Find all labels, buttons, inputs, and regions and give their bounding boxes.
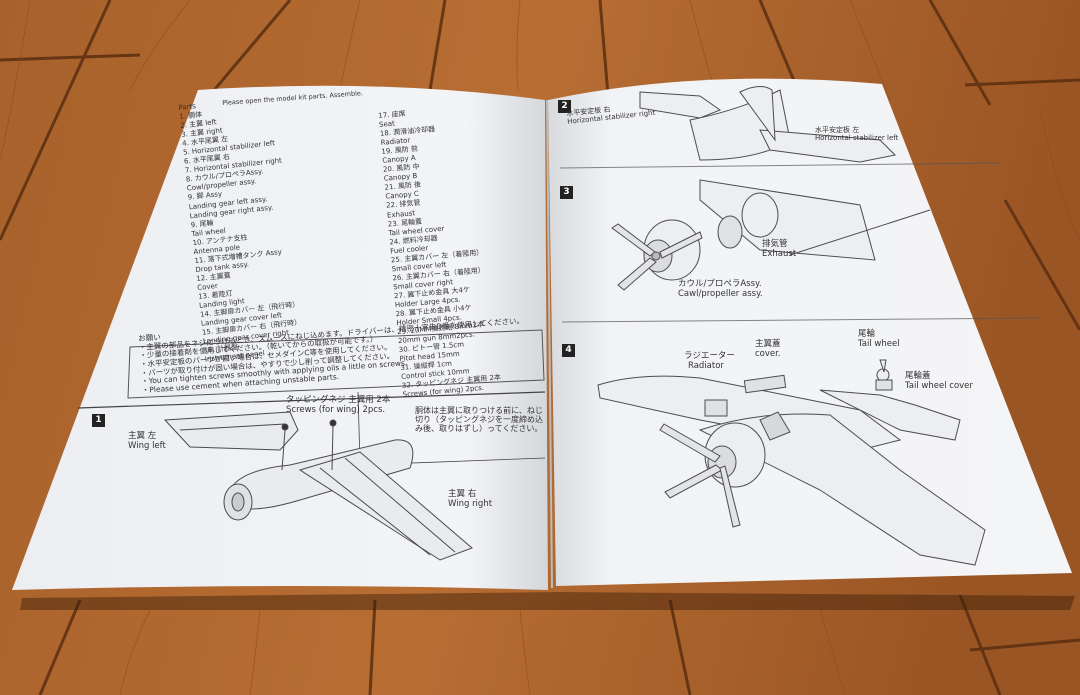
wing-left-label: 主翼 左 Wing left [128, 431, 166, 452]
wing-left-en: Wing left [128, 440, 166, 451]
wing-right-jp: 主翼 右 [448, 489, 477, 499]
step-3-badge: 3 [560, 186, 573, 199]
cowl-label: カウル/プロペラAssy. Cawl/propeller assy. [678, 279, 763, 300]
step-4-badge: 4 [562, 344, 575, 357]
step4-drawing [597, 359, 986, 566]
stab-left-jp: 水平安定板 左 [815, 126, 860, 134]
tail-wheel-cover-label: 尾輪蓋 Tail wheel cover [905, 371, 973, 392]
tail-wheel-cover-jp: 尾輪蓋 [905, 371, 931, 381]
step3-drawing [611, 179, 931, 291]
step1-instruction: 胴体は主翼に取りつける前に、ねじ切り（タッピングネジを一度締め込み後、取りはずし… [415, 406, 543, 434]
cover-jp: 主翼蓋 [755, 339, 781, 349]
stab-left-en: Horizontal stabilizer left [815, 134, 899, 143]
wing-left-jp: 主翼 左 [128, 431, 157, 441]
cover-label: 主翼蓋 cover. [755, 339, 781, 360]
step1-screws-label: タッピングネジ 主翼用 2本 Screws (for wing) 2pcs. [286, 395, 391, 416]
step1-screws-jp: タッピングネジ 主翼用 2本 [286, 395, 391, 405]
tail-wheel-jp: 尾輪 [858, 329, 876, 339]
tail-wheel-en: Tail wheel [858, 338, 900, 349]
tail-wheel-cover-en: Tail wheel cover [905, 380, 973, 391]
step-1-badge: 1 [92, 414, 105, 427]
step1-drawing [163, 411, 473, 561]
cowl-en: Cawl/propeller assy. [678, 288, 763, 299]
exhaust-label: 排気管 Exhaust [762, 239, 797, 260]
wing-right-label: 主翼 右 Wing right [448, 489, 493, 510]
tail-wheel-label: 尾輪 Tail wheel [858, 329, 900, 350]
exhaust-jp: 排気管 [762, 239, 788, 249]
right-page [548, 78, 1072, 587]
wing-right-en: Wing right [448, 498, 493, 509]
radiator-label: ラジエーター Radiator [684, 351, 735, 372]
radiator-jp: ラジエーター [684, 351, 735, 361]
cover-en: cover. [755, 348, 781, 359]
step2-drawing [639, 86, 897, 163]
exhaust-en: Exhaust [762, 248, 797, 259]
radiator-en: Radiator [688, 360, 724, 371]
step-2-badge: 2 [558, 100, 571, 113]
cowl-jp: カウル/プロペラAssy. [678, 279, 762, 289]
step1-screws-en: Screws (for wing) 2pcs. [286, 404, 386, 415]
stab-left-label: 水平安定板 左 Horizontal stabilizer left [815, 126, 898, 142]
left-page [12, 85, 548, 590]
